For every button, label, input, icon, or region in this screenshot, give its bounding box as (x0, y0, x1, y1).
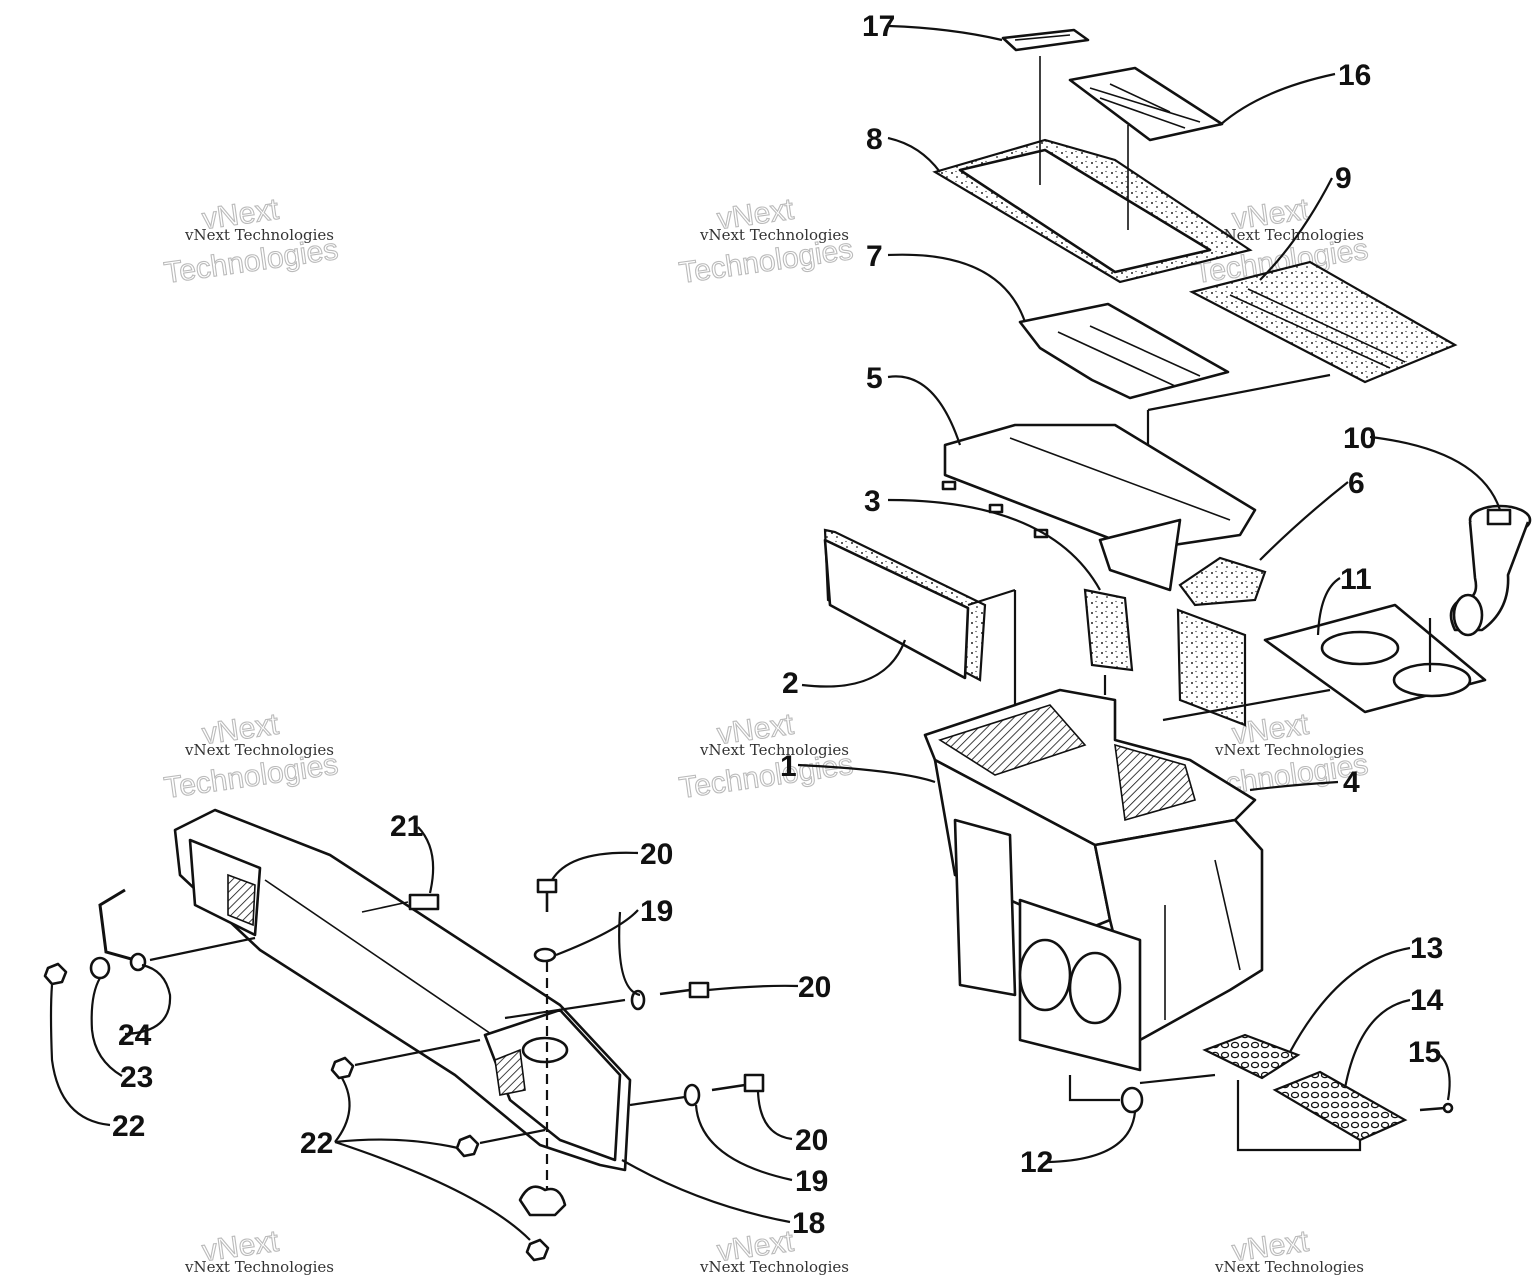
callout-22-left: 22 (112, 1110, 145, 1143)
svg-text:vNext Technologies: vNext Technologies (699, 1258, 849, 1276)
callout-14: 14 (1410, 984, 1444, 1017)
assembly-line-9b (1147, 373, 1331, 412)
callout-19-top: 19 (640, 895, 673, 928)
assembly-line-20c (629, 1095, 686, 1107)
part-21-bolt (361, 893, 440, 913)
part-19-washer-top (533, 947, 557, 963)
watermark-5: Technologies vNext vNext Technologies (677, 707, 856, 805)
assembly-line-2 (967, 588, 1016, 607)
callout-labels: 17 16 8 9 7 5 10 6 3 11 2 1 4 21 20 19 1… (112, 10, 1444, 1240)
assembly-line-22c (479, 1128, 546, 1145)
callout-10: 10 (1343, 422, 1376, 455)
svg-text:vNext Technologies: vNext Technologies (699, 226, 849, 244)
callout-1: 1 (780, 750, 797, 783)
watermark-2: Technologies vNext vNext Technologies (677, 192, 856, 290)
callout-24: 24 (118, 1019, 152, 1052)
callout-18: 18 (792, 1207, 825, 1240)
assembly-line-20b (504, 998, 626, 1020)
part-14-screen (1272, 1070, 1408, 1142)
callout-20-top: 20 (640, 838, 673, 871)
watermarks: Technologies vNext vNext Technologies Te… (162, 192, 1371, 1276)
callout-leaders (49, 24, 1502, 1241)
svg-text:vNext Technologies: vNext Technologies (1214, 226, 1364, 244)
part-5-tray (941, 423, 1257, 592)
assembly-line-12a (1068, 1075, 1120, 1102)
callout-22-center: 22 (300, 1127, 333, 1160)
callout-20-mid: 20 (798, 971, 831, 1004)
callout-16: 16 (1338, 59, 1371, 92)
callout-21: 21 (390, 810, 423, 843)
svg-text:vNext Technologies: vNext Technologies (184, 1258, 334, 1276)
part-8-lid (932, 56, 1253, 284)
part-20-bolt-top (536, 878, 558, 912)
callout-19-low: 19 (795, 1165, 828, 1198)
part-1-airbox (923, 688, 1264, 1072)
assembly-line-12b (1139, 1073, 1216, 1085)
callout-12: 12 (1020, 1146, 1053, 1179)
svg-text:vNext Technologies: vNext Technologies (1214, 1258, 1364, 1276)
svg-text:vNext Technologies: vNext Technologies (184, 226, 334, 244)
callout-13: 13 (1410, 932, 1443, 965)
part-2-panel (823, 528, 987, 682)
part-22-nut-b (330, 1056, 355, 1080)
callout-2: 2 (782, 667, 799, 700)
callout-6: 6 (1348, 467, 1365, 500)
callout-11: 11 (1340, 563, 1372, 596)
callout-23: 23 (120, 1061, 153, 1094)
part-20-bolt-low (711, 1073, 765, 1093)
assembly-line-24 (149, 936, 256, 962)
svg-text:vNext Technologies: vNext Technologies (184, 741, 334, 759)
callout-7: 7 (866, 240, 883, 273)
watermark-8: vNext vNext Technologies (699, 1224, 849, 1276)
part-19-washer-low (683, 1083, 701, 1107)
part-19-washer-mid (630, 989, 646, 1011)
part-10-duct (1449, 504, 1532, 637)
part-18-clip (518, 1185, 567, 1217)
watermark-4: Technologies vNext vNext Technologies (162, 707, 341, 805)
callout-5: 5 (866, 362, 883, 395)
part-24-washer (129, 952, 147, 972)
watermark-9: vNext vNext Technologies (1214, 1224, 1364, 1276)
assembly-line-13 (1236, 1080, 1362, 1152)
part-16-decal (1068, 66, 1224, 142)
callout-8: 8 (866, 123, 883, 156)
svg-text:vNext Technologies: vNext Technologies (1214, 741, 1364, 759)
part-15-screw (1419, 1102, 1454, 1114)
part-17-decal (1001, 28, 1090, 52)
part-22-nut-a (43, 962, 68, 986)
callout-4: 4 (1343, 766, 1360, 799)
part-23-washer (89, 956, 111, 980)
assembly-line-22b (354, 1038, 481, 1067)
part-7-baffle (1018, 302, 1230, 400)
callout-9: 9 (1335, 162, 1352, 195)
watermark-1: Technologies vNext vNext Technologies (162, 192, 341, 290)
part-20-bolt-mid (659, 981, 710, 999)
part-22-nut-d (525, 1238, 550, 1262)
callout-15: 15 (1408, 1036, 1441, 1069)
part-11-plate (1263, 603, 1487, 714)
part-3-foam (1083, 588, 1134, 672)
assembly-line-11 (1162, 688, 1331, 722)
part-6-pad (1178, 556, 1267, 607)
callout-17: 17 (862, 10, 895, 43)
svg-text:vNext Technologies: vNext Technologies (699, 741, 849, 759)
callout-3: 3 (864, 485, 881, 518)
part-9-filter-pad (1188, 260, 1458, 384)
part-12-grommet (1120, 1086, 1144, 1114)
watermark-7: vNext vNext Technologies (184, 1224, 334, 1276)
part-22-nut-c (455, 1134, 480, 1158)
part-13-screen (1202, 1033, 1301, 1080)
part-4-foam (1176, 608, 1247, 727)
callout-20-low: 20 (795, 1124, 828, 1157)
part-18-bracket (173, 808, 632, 1172)
part-24-rod (98, 888, 136, 962)
